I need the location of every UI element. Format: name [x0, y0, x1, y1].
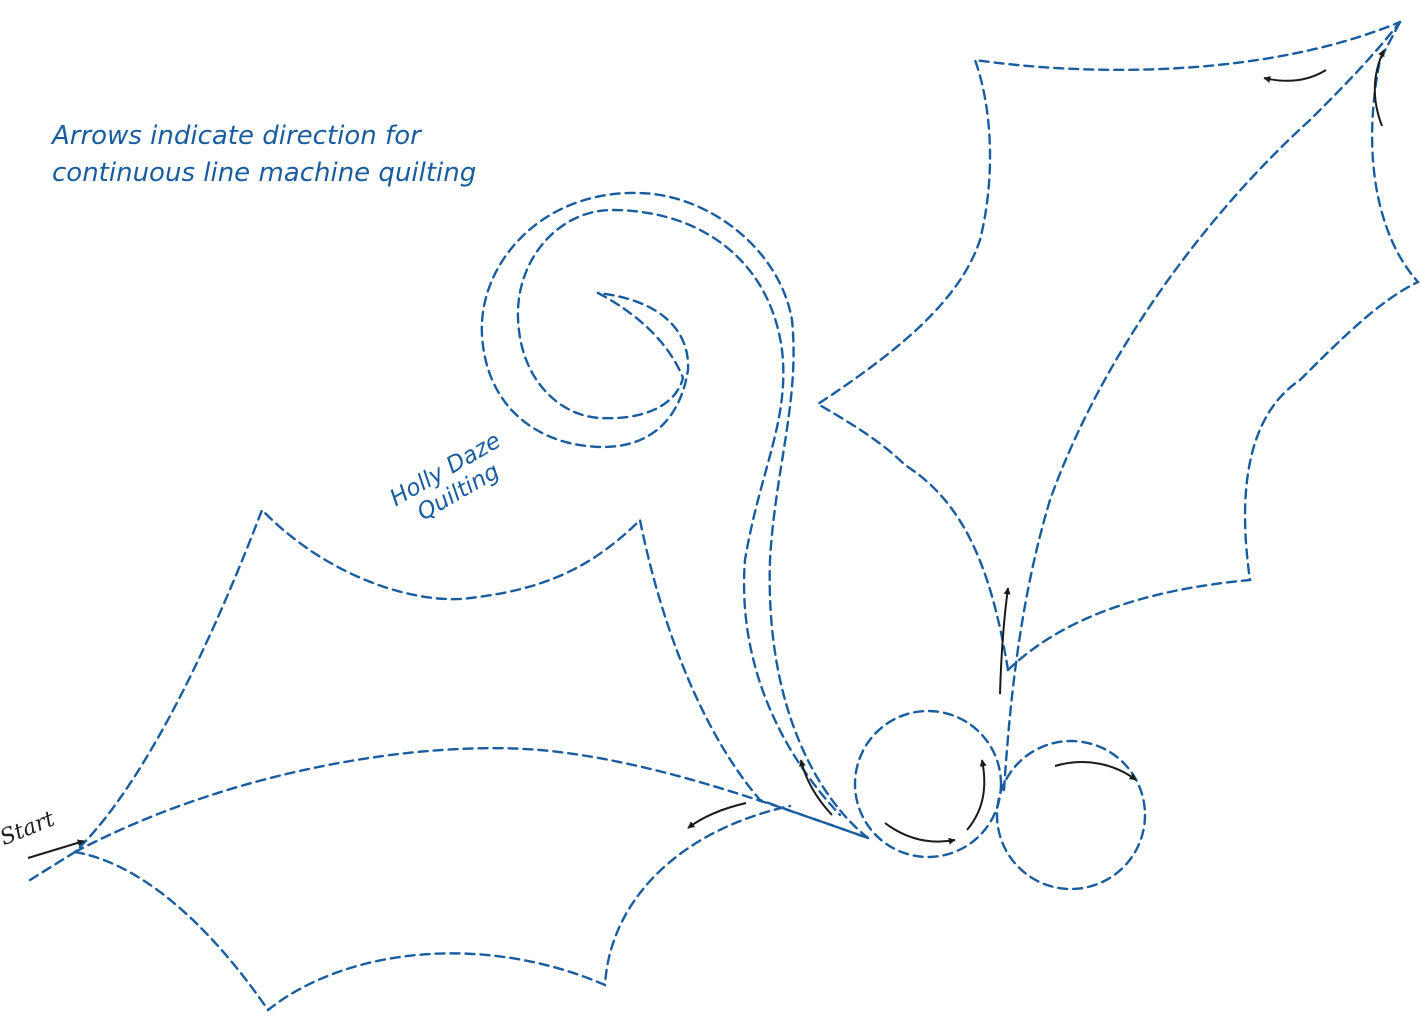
swirl-outer-curve — [482, 193, 868, 838]
left-holly-leaf — [30, 510, 868, 1010]
right-leaf-upper-edge — [818, 22, 1400, 670]
berry-middle — [855, 711, 1001, 857]
direction-arrow-icon — [885, 823, 955, 842]
right-leaf-vein — [1004, 22, 1400, 790]
left-leaf-vein — [75, 748, 868, 852]
direction-arrow-icon — [1264, 70, 1326, 81]
right-holly-leaf — [818, 22, 1418, 790]
direction-arrow-icon — [967, 760, 984, 830]
left-leaf-upper-edge — [30, 510, 868, 880]
direction-arrows — [28, 50, 1384, 858]
stem-swirl — [482, 193, 868, 838]
left-leaf-lower-edge — [75, 806, 790, 1010]
right-leaf-lower-edge — [1008, 22, 1418, 670]
direction-arrow-icon — [688, 803, 746, 828]
direction-arrow-icon — [1375, 50, 1384, 126]
direction-arrow-icon — [1000, 588, 1008, 694]
direction-arrow-icon — [28, 841, 84, 858]
